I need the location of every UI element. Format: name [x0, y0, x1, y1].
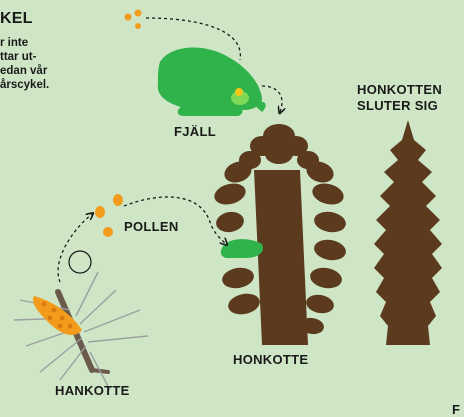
pollen-grains-mid	[95, 194, 123, 237]
arrow-scale-to-cone	[262, 86, 282, 112]
label-male-cone: HANKOTTE	[55, 383, 130, 398]
label-female-cone: HONKOTTE	[233, 352, 308, 367]
page-title-partial: KEL	[0, 10, 33, 28]
label-cone-closes-line1: HONKOTTEN	[357, 82, 442, 98]
female-cone-open	[212, 124, 348, 345]
pollen-origin-circle	[69, 251, 91, 273]
intro-line: ttar ut-	[0, 50, 49, 64]
intro-line: årscykel.	[0, 78, 49, 92]
female-cone-closed	[374, 120, 442, 345]
label-cone-closes-line2: SLUTER SIG	[357, 98, 442, 114]
label-cone-closes: HONKOTTEN SLUTER SIG	[357, 82, 442, 114]
intro-text: r inte ttar ut- edan vår årscykel.	[0, 36, 49, 92]
label-pollen: POLLEN	[124, 219, 179, 234]
scale-illustration	[158, 47, 266, 116]
green-scale-on-cone	[221, 239, 263, 258]
label-edge-partial: F	[452, 402, 460, 417]
pollen-grains-top	[125, 10, 142, 30]
intro-line: r inte	[0, 36, 49, 50]
intro-line: edan vår	[0, 64, 49, 78]
male-cone-branch	[14, 272, 148, 390]
label-scale: FJÄLL	[174, 124, 216, 139]
